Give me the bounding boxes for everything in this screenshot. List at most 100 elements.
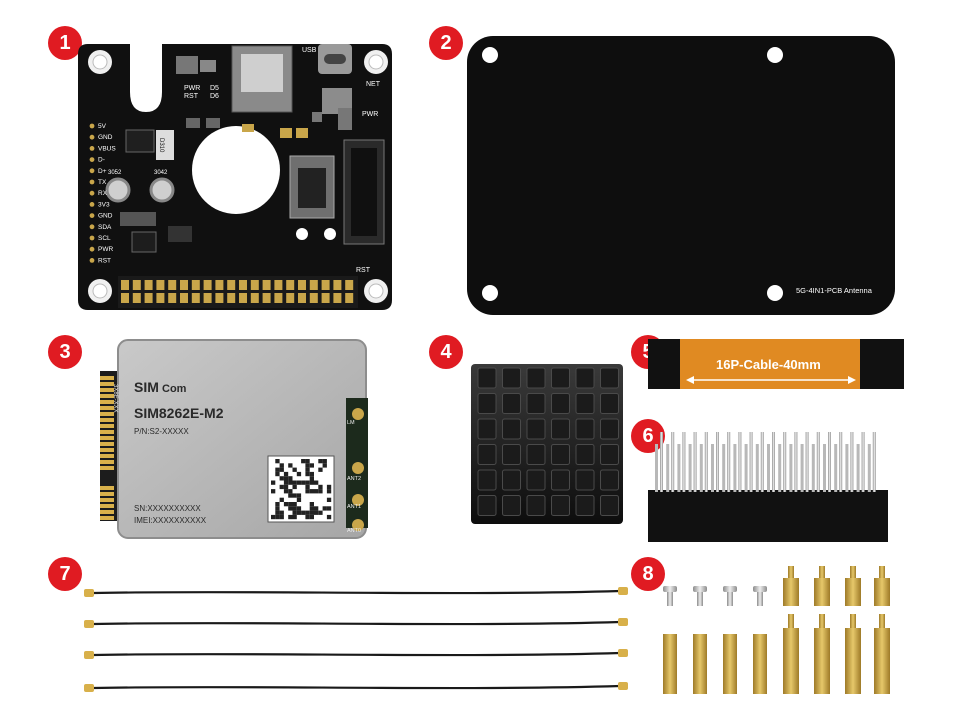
pin-label: D+ [98,168,107,175]
antenna-cable [93,589,621,595]
header-pin [239,293,247,303]
header-pin [816,432,820,492]
cable-connector [618,649,628,657]
heatsink-fin [502,469,521,491]
standoff-small [814,578,830,606]
header-pin [239,280,247,290]
standoff-thread [819,566,825,578]
standoff-short [753,634,767,694]
pin-label: RX [98,190,108,197]
heatsink-fin [600,393,619,414]
standoff-long [814,628,830,694]
pin-label: PWR [98,246,113,253]
standoff-short [663,634,677,694]
heatsink-fin [502,367,521,389]
gold-finger [100,454,114,458]
cable-connector [84,620,94,628]
standoff-thread [879,566,885,578]
heatsink-fin [551,495,570,516]
header-pin [191,293,200,303]
heatsink-fin [575,367,595,389]
rst-label: RST [184,93,199,100]
pin-label: TX [98,179,107,186]
header-pin [309,293,318,303]
heatsink-fins [477,367,619,516]
heatsink-fin [502,444,521,465]
pin-label: SDA [98,224,112,231]
antenna-plate [467,36,895,315]
hole-3042-label: 3042 [154,170,168,176]
antenna-cable [93,684,621,690]
header-pin [677,444,681,492]
gold-finger [100,492,114,496]
screw [693,586,707,592]
heatsink-fin [526,495,546,516]
header-pin [738,432,742,492]
pin-pad [89,213,95,219]
heatsink-fin [502,418,521,440]
pin-label: RST [98,257,111,264]
heatsink-fin [526,367,546,389]
header-pin [180,280,188,290]
header-pin [749,432,753,492]
item-badge-4: 4 [429,335,463,369]
header-pin [321,280,330,290]
header-pin [286,293,295,303]
header-pin [191,280,200,290]
heatsink-fin [477,418,497,440]
header-pin [666,444,670,492]
header-pin [733,444,737,492]
header-pin [250,280,259,290]
rst-button-label: RST [356,267,371,274]
pin-pad [89,146,95,151]
header-pin [121,280,129,290]
hole-3052-label: 3052 [108,170,122,176]
standoff-thread [788,566,794,578]
gold-finger [100,498,114,502]
header-pin [203,280,212,290]
gold-finger [100,486,114,490]
antenna-cables [84,587,628,692]
header-pin [811,444,815,492]
heatsink-fin [600,469,619,491]
screw [667,592,673,606]
pin-pad [89,202,95,207]
header-pin [168,293,177,303]
qr-code [271,459,332,520]
pin-pad [89,123,95,129]
screw [727,592,733,606]
header-pin [744,444,748,492]
ant-label: ANT0 [347,528,361,534]
heatsink-fin [502,495,521,516]
gold-finger [100,466,114,470]
screw [723,586,737,592]
header-pin [839,432,843,492]
usb-label: USB [302,47,317,54]
pin-pad [89,258,95,263]
standoff-short [693,634,707,694]
header-pin [227,293,236,303]
header-pin [828,432,831,492]
screw [753,586,767,592]
pin-pad [89,168,95,174]
header-pin [867,444,871,492]
standoff-thread [879,614,885,628]
screw [757,592,763,606]
module-sn: SN:XXXXXXXXXX [134,504,201,513]
pin-label: 3V3 [98,201,110,208]
header-pin [716,432,719,492]
gold-finger [100,406,114,410]
antenna-label: 5G-4IN1-PCB Antenna [796,286,873,295]
cable-connector [618,618,628,626]
heatsink-fin [600,495,619,516]
header-pin [345,280,354,290]
header-pin [872,432,876,492]
chip-label: D310 [158,138,164,153]
fpc-cable [648,339,904,389]
cable-connector [84,684,94,692]
standoff-small [845,578,861,606]
screws-standoffs [663,566,890,694]
cable-label: 16P-Cable-40mm [716,357,821,372]
header-pin [688,444,692,492]
pwr-label: PWR [184,85,200,92]
